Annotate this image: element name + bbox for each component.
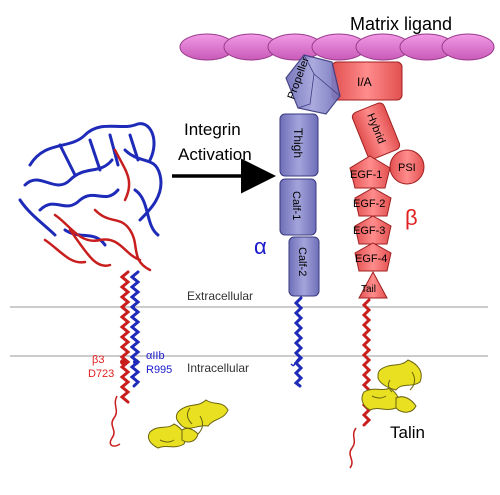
alpha-propeller-domain — [285, 54, 341, 115]
beta-symbol: β — [405, 205, 418, 230]
activation-label-line2: Activation — [178, 145, 252, 164]
beta-tail-label: Tail — [361, 284, 376, 295]
beta-tm-helix — [119, 270, 131, 404]
alpha-thigh-domain — [279, 113, 319, 177]
talin-label: Talin — [390, 423, 425, 442]
matrix-ligand-label: Matrix ligand — [350, 14, 452, 34]
alpha-thigh-label: Thigh — [291, 128, 305, 158]
ligand-ellipse — [441, 33, 495, 61]
d723-label: D723 — [88, 368, 114, 380]
beta3-label: β3 — [92, 354, 104, 366]
beta-headpiece-ribbon — [43, 148, 152, 272]
beta-egf1-domain — [349, 155, 391, 189]
extracellular-label: Extracellular — [187, 289, 253, 303]
salt-bridge-red-dot — [120, 359, 126, 365]
beta-egf4-label: EGF-4 — [355, 253, 387, 265]
beta-cytoplasmic-tail-active — [349, 427, 357, 469]
alpha-calf1-label: Calf-1 — [290, 191, 302, 220]
beta-psi-label: PSI — [398, 162, 416, 174]
beta-cytoplasmic-tail — [109, 395, 121, 447]
alpha-subunit: Propeller Thigh Calf-1 Calf-2 — [279, 54, 341, 388]
beta-ia-label: I/A — [357, 75, 372, 89]
beta-psi-domain — [389, 149, 425, 185]
beta-tail-domain — [358, 270, 388, 299]
activation-label-line1: Integrin — [184, 120, 241, 139]
beta-subunit: I/A Hybrid PSI EGF-1 EGF-2 EGF-3 EGF-4 T… — [331, 61, 425, 469]
alpha-calf2-label: Calf-2 — [296, 247, 308, 276]
beta-egf3-label: EGF-3 — [353, 225, 385, 237]
inactive-integrin-structure — [18, 122, 163, 447]
talin-structure-right — [361, 359, 422, 413]
alpha-symbol: α — [254, 234, 267, 259]
alpha-calf1-domain — [279, 178, 317, 236]
salt-bridge-blue-dot — [133, 359, 139, 365]
alpha-calf2-domain — [288, 236, 320, 297]
talin-structure-left — [147, 399, 229, 449]
intracellular-label: Intracellular — [187, 361, 249, 375]
alpha-tm-helix-active — [293, 296, 304, 388]
beta-hybrid-domain — [351, 102, 401, 160]
beta-egf2-label: EGF-2 — [353, 198, 385, 210]
beta-egf1-label: EGF-1 — [350, 169, 382, 181]
alpha-iib-label: αIIb — [146, 350, 165, 362]
r995-label: R995 — [146, 364, 172, 376]
alpha-headpiece-ribbon — [18, 122, 163, 247]
alpha-tm-helix — [129, 270, 141, 388]
alpha-cytoplasmic-tail-active — [290, 357, 300, 367]
matrix-ligand-chain — [179, 33, 495, 61]
